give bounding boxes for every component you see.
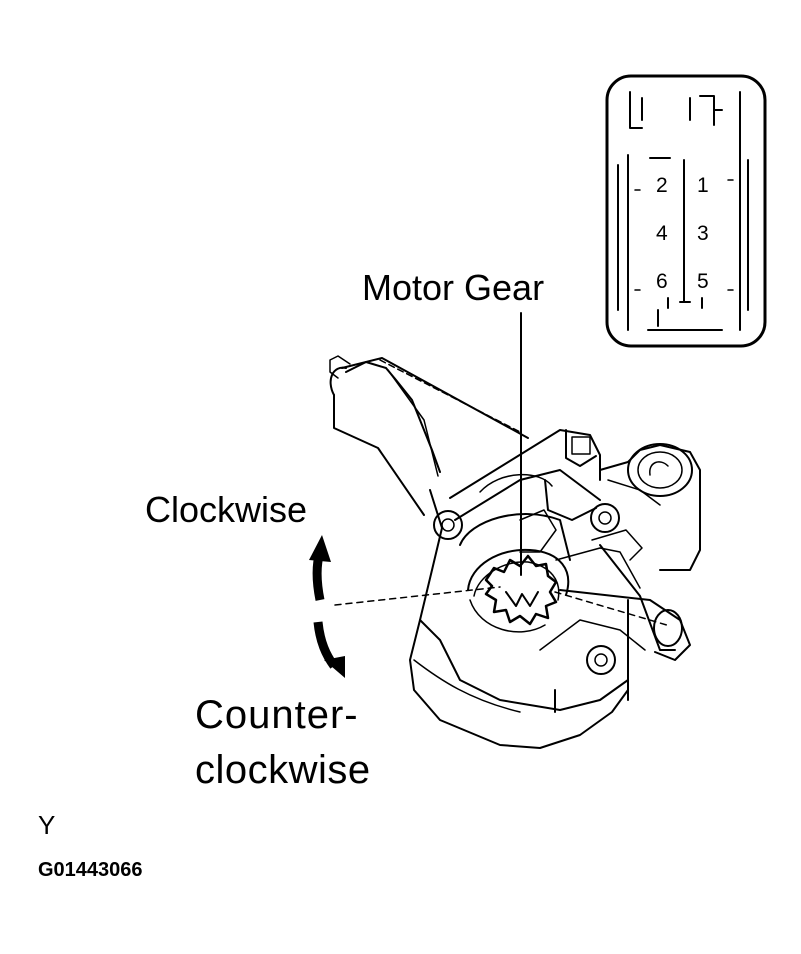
connector-face <box>605 74 767 348</box>
figure-code: G01443066 <box>38 859 143 881</box>
clockwise-label: Clockwise <box>145 489 308 530</box>
clockwise-arrowhead <box>309 535 331 562</box>
connector-pin-3: 3 <box>697 222 709 245</box>
connector-pin-1: 1 <box>697 174 709 197</box>
mounting-bosses <box>433 503 620 675</box>
upper-housing <box>449 429 701 651</box>
lower-housing <box>409 489 629 749</box>
counterclockwise-arrowhead <box>324 656 345 678</box>
rotation-arrows <box>309 535 345 678</box>
motor-gear <box>467 548 570 633</box>
connector-pin-5: 5 <box>697 270 709 293</box>
counterclockwise-label-line1: Counter- <box>195 693 359 737</box>
connector-pin-2: 2 <box>656 174 668 197</box>
output-arm <box>539 589 691 661</box>
counterclockwise-label-line2: clockwise <box>195 748 371 792</box>
motor-body <box>329 355 529 516</box>
connector-pin-6: 6 <box>656 270 668 293</box>
motor-gear-label: Motor Gear <box>362 267 545 308</box>
view-label: Y <box>38 810 56 840</box>
connector-pin-4: 4 <box>656 222 668 245</box>
